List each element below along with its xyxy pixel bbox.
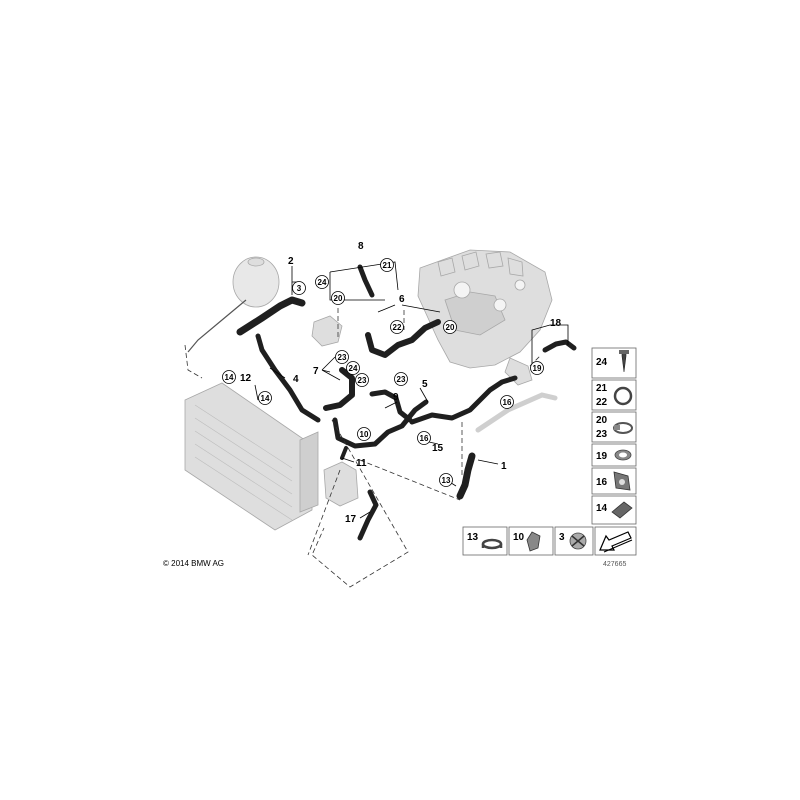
svg-text:3: 3 bbox=[297, 284, 302, 293]
svg-text:21: 21 bbox=[596, 383, 608, 394]
svg-text:24: 24 bbox=[349, 364, 358, 373]
callout-13: 13 bbox=[439, 473, 453, 487]
callout-9: 9 bbox=[393, 392, 399, 403]
engine-block bbox=[417, 249, 553, 369]
radiator bbox=[184, 382, 319, 531]
legend-24: 24 bbox=[591, 347, 637, 379]
legend-21-22: 21 22 bbox=[591, 379, 637, 411]
svg-text:23: 23 bbox=[338, 353, 347, 362]
svg-text:16: 16 bbox=[596, 477, 608, 488]
svg-text:23: 23 bbox=[358, 376, 367, 385]
svg-text:16: 16 bbox=[420, 434, 429, 443]
parts-legend-bottom: 13 10 3 bbox=[462, 526, 637, 556]
callout-1: 1 bbox=[501, 461, 507, 472]
thermostat-housing bbox=[311, 315, 343, 347]
callout-15: 15 bbox=[432, 443, 444, 454]
callout-14-right: 14 bbox=[258, 391, 272, 405]
svg-text:14: 14 bbox=[225, 373, 234, 382]
callout-numbers: 1 2 4 5 6 7 8 9 11 12 15 17 18 bbox=[240, 241, 562, 525]
svg-text:22: 22 bbox=[393, 323, 402, 332]
callout-24-middle: 24 bbox=[346, 361, 360, 375]
callout-4: 4 bbox=[293, 374, 299, 385]
callout-16-upper: 16 bbox=[500, 395, 514, 409]
svg-text:16: 16 bbox=[503, 398, 512, 407]
svg-text:21: 21 bbox=[383, 261, 392, 270]
callout-20-top: 20 bbox=[331, 291, 345, 305]
copyright-text: © 2014 BMW AG bbox=[163, 559, 224, 568]
legend-13: 13 bbox=[462, 526, 508, 556]
svg-text:23: 23 bbox=[596, 429, 608, 440]
legend-14: 14 bbox=[591, 495, 637, 525]
svg-text:20: 20 bbox=[446, 323, 455, 332]
callout-3: 3 bbox=[292, 281, 306, 295]
svg-text:19: 19 bbox=[533, 364, 542, 373]
callout-circles: 3 10 13 14 14 16 16 19 20 20 21 22 23 23… bbox=[222, 258, 544, 487]
callout-14-left: 14 bbox=[222, 370, 236, 384]
svg-text:22: 22 bbox=[596, 397, 608, 408]
arrow-icon bbox=[594, 526, 637, 556]
expansion-tank bbox=[232, 256, 280, 308]
callout-23-right: 23 bbox=[394, 372, 408, 386]
callout-5: 5 bbox=[422, 379, 428, 390]
callout-23-left: 23 bbox=[335, 350, 349, 364]
svg-text:13: 13 bbox=[467, 532, 479, 543]
svg-text:14: 14 bbox=[596, 503, 608, 514]
legend-16: 16 bbox=[591, 467, 637, 495]
callout-8: 8 bbox=[358, 241, 364, 252]
callout-12: 12 bbox=[240, 373, 252, 384]
legend-20-23: 20 23 bbox=[591, 411, 637, 443]
hoses bbox=[236, 264, 577, 541]
callout-23-center: 23 bbox=[355, 373, 369, 387]
callout-24-top: 24 bbox=[315, 275, 329, 289]
callout-20-engine: 20 bbox=[443, 320, 457, 334]
svg-text:10: 10 bbox=[360, 430, 369, 439]
legend-19: 19 bbox=[591, 443, 637, 467]
callout-16-lower: 16 bbox=[417, 431, 431, 445]
svg-text:13: 13 bbox=[442, 476, 451, 485]
callout-22: 22 bbox=[390, 320, 404, 334]
callout-2: 2 bbox=[288, 256, 294, 267]
svg-text:3: 3 bbox=[559, 532, 565, 543]
svg-text:24: 24 bbox=[318, 278, 327, 287]
callout-6: 6 bbox=[399, 294, 405, 305]
callout-17: 17 bbox=[345, 514, 357, 525]
svg-text:24: 24 bbox=[596, 357, 608, 368]
parts-legend-right: 24 21 22 20 23 19 16 bbox=[591, 347, 637, 525]
auxiliary-tank bbox=[323, 461, 359, 507]
svg-text:20: 20 bbox=[334, 294, 343, 303]
svg-text:19: 19 bbox=[596, 451, 608, 462]
legend-10: 10 bbox=[508, 526, 554, 556]
callout-19: 19 bbox=[530, 361, 544, 375]
svg-text:23: 23 bbox=[397, 375, 406, 384]
legend-3: 3 bbox=[554, 526, 594, 556]
callout-11: 11 bbox=[356, 458, 367, 469]
svg-text:20: 20 bbox=[596, 415, 608, 426]
callout-10: 10 bbox=[357, 427, 371, 441]
assembly-lines bbox=[184, 308, 541, 588]
svg-text:14: 14 bbox=[261, 394, 270, 403]
callout-21: 21 bbox=[380, 258, 394, 272]
callout-18: 18 bbox=[550, 318, 562, 329]
callout-7: 7 bbox=[313, 366, 319, 377]
svg-text:10: 10 bbox=[513, 532, 525, 543]
drawing-id: 427665 bbox=[603, 561, 626, 568]
